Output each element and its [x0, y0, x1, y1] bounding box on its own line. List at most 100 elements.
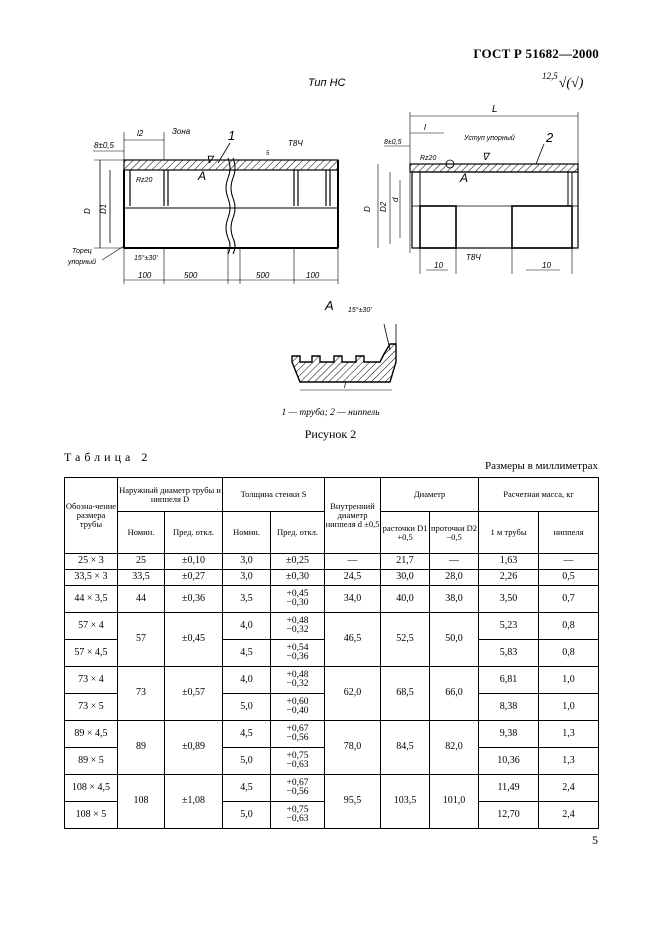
- detail-label: A: [324, 298, 334, 313]
- tol-lower: −0,63: [286, 814, 309, 824]
- cell-mass-pipe: 2,26: [478, 569, 540, 586]
- cell-mass-nipple: 1,3: [538, 747, 600, 775]
- table-title: Таблица 2: [64, 450, 152, 464]
- tol-lower: −0,30: [286, 598, 309, 608]
- cell-s-tolerance: +0,75−0,63: [270, 747, 326, 775]
- cell-size: 89 × 5: [64, 747, 118, 775]
- callout-1: 1: [228, 128, 235, 143]
- cell-d-nominal: 44: [117, 585, 165, 613]
- cell-mass-pipe: 5,23: [478, 612, 540, 640]
- cell-mass-nipple: 0,7: [538, 585, 600, 613]
- tol-lower: −0,36: [286, 652, 309, 662]
- cell-mass-nipple: 0,5: [538, 569, 600, 586]
- dim-10-left: 10: [434, 261, 443, 270]
- label-D2: D2: [379, 201, 388, 212]
- cell-mass-pipe: 12,70: [478, 801, 540, 829]
- cell-size: 44 × 3,5: [64, 585, 118, 613]
- cell-mass-pipe: 10,36: [478, 747, 540, 775]
- cell-d2: 82,0: [429, 720, 480, 775]
- cell-size: 33,5 × 3: [64, 569, 118, 586]
- tol-upper: +0,45: [286, 588, 309, 599]
- cell-d-nominal: 108: [117, 774, 165, 829]
- cell-s-tolerance: +0,45−0,30: [270, 585, 326, 613]
- cell-mass-pipe: 6,81: [478, 666, 540, 694]
- cell-size: 108 × 5: [64, 801, 118, 829]
- tol-lower: −0,40: [286, 706, 309, 716]
- dim-10-right: 10: [542, 261, 551, 270]
- cell-d1: 103,5: [380, 774, 431, 829]
- tol-lower: −0,32: [286, 625, 309, 635]
- cell-inner-d: 24,5: [324, 569, 382, 586]
- tol-upper: +0,67: [286, 777, 309, 788]
- tol-upper: +0,60: [286, 696, 309, 707]
- cell-mass-pipe: 1,63: [478, 553, 540, 570]
- header-tolerance: Пред. откл.: [163, 511, 224, 554]
- cell-s-tolerance: +0,75−0,63: [270, 801, 326, 829]
- cell-d-tolerance: ±0,36: [163, 585, 224, 613]
- table-row: 25 × 3 25 ±0,10 3,0 ±0,25 — 21,7 — 1,63 …: [64, 553, 600, 570]
- label-t8h-right: T8Ч: [466, 253, 481, 262]
- table-units: Размеры в миллиметрах: [485, 460, 598, 472]
- header-nominal: Номин.: [117, 511, 165, 554]
- cell-mass-pipe: 11,49: [478, 774, 540, 802]
- label-rz-right: Rz20: [420, 155, 436, 162]
- cell-s-nominal: 5,0: [222, 801, 272, 829]
- cell-inner-d: 46,5: [324, 612, 382, 667]
- cell-s-nominal: 4,5: [222, 639, 272, 667]
- cell-d-nominal: 33,5: [117, 569, 165, 586]
- nipple-view: L l 8±0,5 Уступ упорный 2 ∇ Rz20 A D D2 …: [363, 104, 579, 274]
- cell-size: 57 × 4,5: [64, 639, 118, 667]
- cell-d-tolerance: ±0,27: [163, 569, 224, 586]
- header-designation: Обозна-чение размера трубы: [64, 477, 118, 554]
- label-rz-left: Rz20: [136, 177, 152, 184]
- tol-upper: +0,67: [286, 723, 309, 734]
- cell-mass-nipple: 2,4: [538, 774, 600, 802]
- table-row: 57 × 4,5 4,5 +0,54−0,36 5,83 0,8: [64, 639, 600, 667]
- cell-size: 89 × 4,5: [64, 720, 118, 748]
- cell-s-tolerance: +0,54−0,36: [270, 639, 326, 667]
- cell-d-tolerance: ±0,57: [163, 666, 224, 721]
- cell-s-nominal: 4,0: [222, 612, 272, 640]
- roughness-mark: 12,5√(√): [542, 71, 583, 92]
- label-d1: D1: [99, 204, 108, 214]
- cell-mass-nipple: 0,8: [538, 612, 600, 640]
- svg-text:A: A: [197, 169, 206, 183]
- tol-upper: +0,75: [286, 804, 309, 815]
- tol-lower: −0,32: [286, 679, 309, 689]
- label-dim-8-right: 8±0,5: [384, 139, 402, 146]
- cell-s-nominal: 4,0: [222, 666, 272, 694]
- cell-inner-d: —: [324, 553, 382, 570]
- cell-size: 108 × 4,5: [64, 774, 118, 802]
- label-end-1: Торец: [72, 248, 92, 255]
- cell-mass-nipple: 1,0: [538, 693, 600, 721]
- cell-d2: 38,0: [429, 585, 480, 613]
- table-row: 44 × 3,5 44 ±0,36 3,5 +0,45−0,30 34,0 40…: [64, 585, 600, 613]
- cell-mass-nipple: 2,4: [538, 801, 600, 829]
- tol-lower: −0,56: [286, 787, 309, 797]
- table-row: 89 × 4,5 89 ±0,89 4,5 +0,67−0,56 78,0 84…: [64, 720, 600, 775]
- figure-number: Рисунок 2: [304, 427, 357, 441]
- technical-drawing: D D1 8±0,5 l2 Зона 1 ∇ A T8Ч 5 Rz20 100 …: [67, 104, 579, 391]
- table-row: 89 × 5 5,0 +0,75−0,63 10,36 1,3: [64, 747, 600, 775]
- cell-s-nominal: 4,5: [222, 774, 272, 802]
- label-dim-5: 5: [266, 151, 270, 157]
- cell-d2: 66,0: [429, 666, 480, 721]
- cell-mass-nipple: —: [538, 553, 600, 570]
- cell-d1: 52,5: [380, 612, 431, 667]
- cell-s-nominal: 3,0: [222, 569, 272, 586]
- table-row: 57 × 4 57 ±0,45 4,0 +0,48−0,32 46,5 52,5…: [64, 612, 600, 667]
- cell-size: 57 × 4: [64, 612, 118, 640]
- header-diameter: Диаметр: [380, 477, 480, 512]
- label-upor: Уступ упорный: [463, 134, 515, 142]
- cell-d-nominal: 57: [117, 612, 165, 667]
- dim-500-right: 500: [256, 271, 270, 280]
- header-protochki: проточки D2 −0,5: [429, 511, 480, 554]
- figure-legend: 1 — труба; 2 — ниппель: [281, 408, 380, 418]
- tol-upper: +0,48: [286, 669, 309, 680]
- cell-d2: 101,0: [429, 774, 480, 829]
- cell-d-nominal: 73: [117, 666, 165, 721]
- callout-2: 2: [545, 130, 554, 145]
- cell-s-tolerance: +0,60−0,40: [270, 693, 326, 721]
- table-row: 108 × 5 5,0 +0,75−0,63 12,70 2,4: [64, 801, 600, 829]
- cell-d-tolerance: ±0,89: [163, 720, 224, 775]
